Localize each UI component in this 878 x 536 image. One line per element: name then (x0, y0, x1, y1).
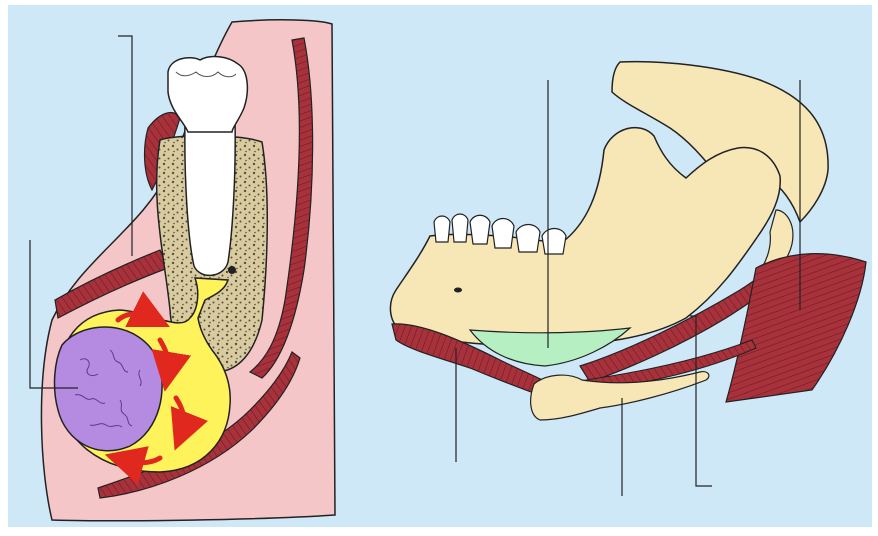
tooth-crown (168, 57, 247, 132)
periapical-dot (228, 266, 236, 274)
abscess-mass (55, 327, 163, 451)
left-panel (30, 20, 335, 521)
pterygoid-muscle (726, 254, 866, 402)
tooth-root (185, 120, 235, 275)
mental-foramen (454, 288, 462, 293)
right-panel (390, 62, 866, 496)
